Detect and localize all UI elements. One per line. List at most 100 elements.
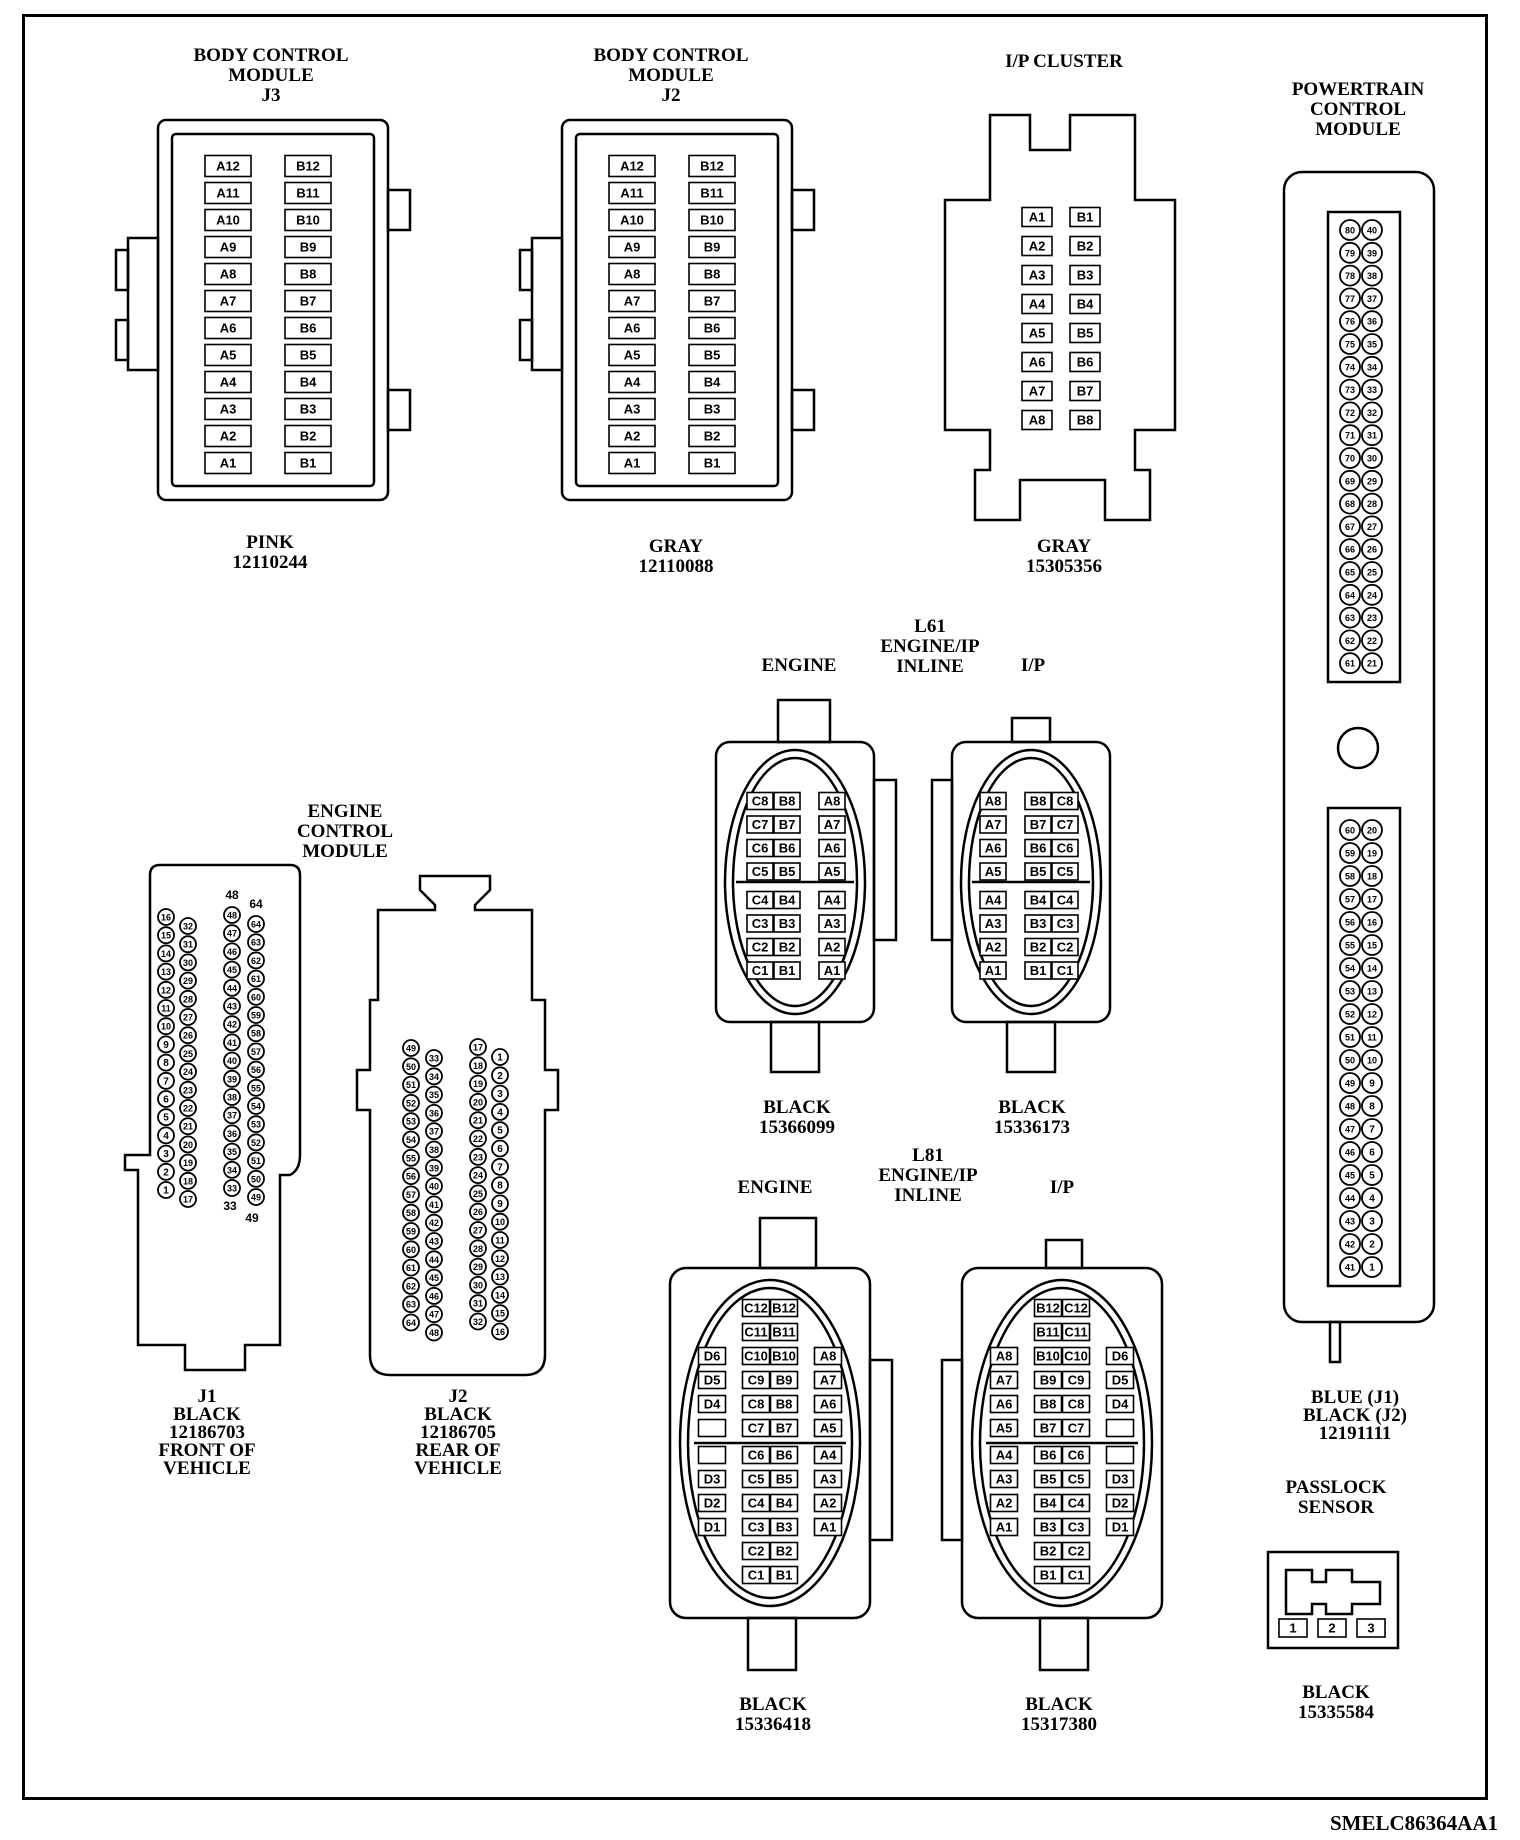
bcm-j3-pin: A5 xyxy=(204,343,252,367)
svg-text:28: 28 xyxy=(1367,499,1377,509)
pcm-pin: 59 xyxy=(1339,842,1361,864)
svg-text:26: 26 xyxy=(183,1031,193,1041)
pcm-pin: 1 xyxy=(1361,1256,1383,1278)
svg-text:72: 72 xyxy=(1345,408,1355,418)
l81-ip-pin: D6 xyxy=(1105,1346,1135,1366)
l81-ip-pin xyxy=(1105,1418,1135,1438)
svg-text:B3: B3 xyxy=(1040,1520,1057,1535)
svg-text:53: 53 xyxy=(406,1117,416,1127)
svg-text:58: 58 xyxy=(406,1208,416,1218)
svg-text:20: 20 xyxy=(183,1140,193,1150)
l61-engine-side-latch xyxy=(872,778,898,942)
svg-text:43: 43 xyxy=(1345,1217,1355,1227)
svg-text:A12: A12 xyxy=(216,159,240,174)
svg-text:B5: B5 xyxy=(776,1472,793,1487)
ecm-j1-pin: 20 xyxy=(179,1135,197,1154)
l81-ip-pin: A5 xyxy=(989,1418,1019,1438)
svg-text:D1: D1 xyxy=(704,1520,721,1535)
svg-text:20: 20 xyxy=(473,1097,483,1107)
svg-text:13: 13 xyxy=(1367,987,1377,997)
svg-text:64: 64 xyxy=(406,1318,416,1328)
l61-engine-pin: C3 xyxy=(746,914,774,933)
svg-text:49: 49 xyxy=(251,1193,261,1203)
svg-text:42: 42 xyxy=(429,1218,439,1228)
svg-text:32: 32 xyxy=(183,922,193,932)
svg-text:B7: B7 xyxy=(779,817,796,832)
svg-text:D6: D6 xyxy=(1112,1349,1129,1364)
pcm-pin: 21 xyxy=(1361,652,1383,675)
ip-cluster-pin: B1 xyxy=(1069,206,1101,228)
bcm-j2-pin: B6 xyxy=(688,316,736,340)
ecm-j1-pin: 31 xyxy=(179,935,197,954)
svg-text:21: 21 xyxy=(183,1122,193,1132)
ecm-j1-label-64: 64 xyxy=(249,897,263,911)
ecm-j1-pin: 28 xyxy=(179,989,197,1008)
svg-text:C4: C4 xyxy=(752,893,769,908)
ecm-j2-pin: 15 xyxy=(491,1304,509,1323)
ecm-j2-pin: 6 xyxy=(491,1139,509,1158)
passlock-pin: 1 xyxy=(1278,1618,1308,1638)
pcm-pin: 6 xyxy=(1361,1141,1383,1163)
l81-engine-pin: D3 xyxy=(697,1469,727,1489)
bcm-j3-pin: B3 xyxy=(284,397,332,421)
l81-engine-pin: B9 xyxy=(769,1370,799,1390)
svg-text:61: 61 xyxy=(1345,659,1355,669)
svg-text:7: 7 xyxy=(1369,1125,1375,1136)
svg-text:44: 44 xyxy=(227,983,237,993)
svg-text:63: 63 xyxy=(406,1300,416,1310)
svg-text:45: 45 xyxy=(227,965,237,975)
bcm-j3-pin: B9 xyxy=(284,235,332,259)
svg-text:55: 55 xyxy=(1345,941,1355,951)
l81-engine-side-latch xyxy=(868,1358,894,1542)
svg-text:56: 56 xyxy=(251,1065,261,1075)
svg-text:A7: A7 xyxy=(824,817,841,832)
ecm-j1-pin: 40 xyxy=(223,1051,241,1070)
l61-ip-bottom-tab xyxy=(1005,1020,1057,1074)
pcm-upper-header xyxy=(1326,210,1402,684)
ecm-j1-pin: 33 xyxy=(223,1179,241,1197)
l81-ip-pin: C4 xyxy=(1061,1493,1091,1513)
pcm-pin: 52 xyxy=(1339,1003,1361,1025)
svg-text:2: 2 xyxy=(1328,1621,1335,1636)
bcm-j2-pin: B10 xyxy=(688,208,736,232)
svg-text:B2: B2 xyxy=(1077,239,1094,254)
svg-text:27: 27 xyxy=(473,1226,483,1236)
svg-text:A3: A3 xyxy=(824,916,841,931)
svg-text:A10: A10 xyxy=(620,213,644,228)
svg-text:A4: A4 xyxy=(824,893,841,908)
svg-text:78: 78 xyxy=(1345,271,1355,281)
bcm-j3-pin: A8 xyxy=(204,262,252,286)
svg-text:67: 67 xyxy=(1345,522,1355,532)
ecm-j2-pin: 25 xyxy=(469,1184,487,1203)
l61-ip-oval-inner xyxy=(967,756,1095,1008)
svg-text:40: 40 xyxy=(227,1056,237,1066)
svg-text:60: 60 xyxy=(251,992,261,1002)
l61-ip-pin: B1 xyxy=(1024,961,1052,980)
svg-text:B11: B11 xyxy=(1036,1325,1059,1340)
pcm-pin: 64 xyxy=(1339,583,1361,606)
svg-text:B4: B4 xyxy=(300,375,317,390)
l81-engine-label: ENGINE xyxy=(737,1177,813,1198)
bcm-j2-pin: A11 xyxy=(608,181,656,205)
l61-ip-pin: C2 xyxy=(1051,937,1079,957)
l81-engine-pin: C12 xyxy=(741,1298,771,1318)
svg-text:35: 35 xyxy=(227,1147,237,1157)
ecm-j1-pin: 3 xyxy=(157,1144,175,1163)
ecm-j2-pin: 63 xyxy=(402,1295,420,1314)
svg-text:C4: C4 xyxy=(1057,893,1074,908)
l61-ip-pin: B6 xyxy=(1024,838,1052,858)
bcm-j2-latch-tab-bot xyxy=(518,318,534,362)
svg-text:16: 16 xyxy=(1367,918,1377,928)
svg-text:A6: A6 xyxy=(824,841,841,856)
l81-engine-pin: B12 xyxy=(769,1298,799,1318)
passlock-body xyxy=(1266,1550,1400,1650)
svg-text:A2: A2 xyxy=(985,940,1002,955)
ecm-j2-pin: 38 xyxy=(425,1140,443,1159)
svg-text:30: 30 xyxy=(183,958,193,968)
svg-text:68: 68 xyxy=(1345,499,1355,509)
svg-text:A6: A6 xyxy=(996,1397,1013,1412)
svg-text:43: 43 xyxy=(227,1002,237,1012)
svg-text:9: 9 xyxy=(163,1040,169,1051)
svg-text:1: 1 xyxy=(1369,1263,1375,1274)
